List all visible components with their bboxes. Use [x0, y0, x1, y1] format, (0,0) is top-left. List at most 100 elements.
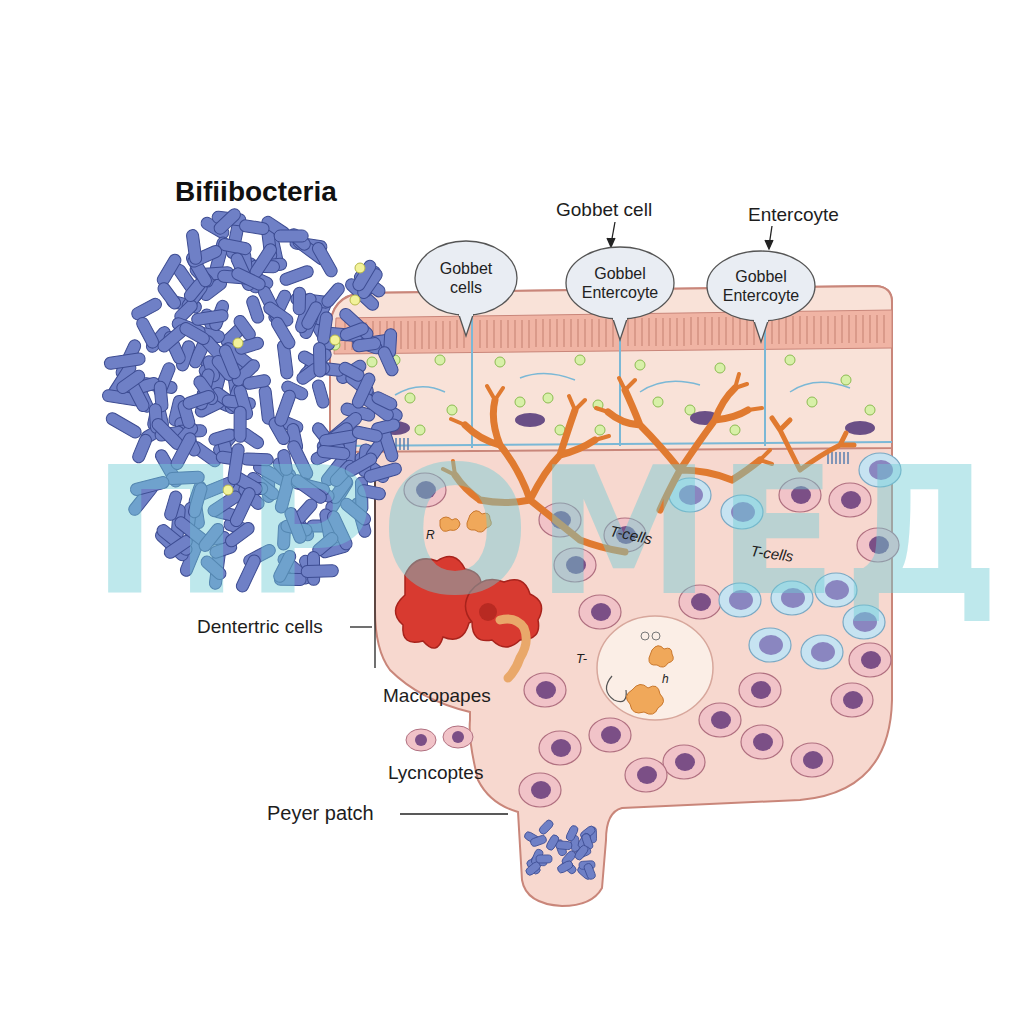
secretory-granule [543, 393, 553, 403]
bacterium-rod [273, 389, 297, 428]
bacterium-rod [104, 352, 146, 370]
t-cell [801, 635, 843, 669]
cell-nucleus [811, 642, 835, 662]
bubble-join [613, 314, 627, 320]
secretory-granule [575, 355, 585, 365]
microvilli [345, 315, 884, 350]
bubble-ellipse [566, 247, 674, 319]
bubble-text-wrap: Gobbel Entercoyte [713, 267, 809, 305]
bubble-ellipse [415, 241, 517, 315]
bacterium-rod [337, 306, 375, 342]
bacterium-rod [155, 252, 183, 288]
cell-nucleus [536, 681, 556, 699]
lymphocyte [589, 718, 631, 752]
lymphocyte [741, 725, 783, 759]
cell-nucleus [753, 733, 773, 751]
part-label: Lycncoptes [388, 762, 483, 784]
bubble-outline [565, 246, 675, 320]
bubble-text-wrap: Gobbet cells [431, 259, 501, 297]
bubble-join [754, 316, 768, 322]
diagram-title: Bifiibocteria [175, 176, 337, 208]
bacterium-rod [310, 240, 339, 279]
bacterium-rod [352, 337, 382, 353]
bacterium-rod [130, 296, 164, 322]
secretory-granule [653, 397, 663, 407]
cell-nucleus [759, 635, 783, 655]
bacterium-rod [536, 855, 552, 863]
bacterium-rod [376, 345, 400, 378]
bacterium-rod [245, 294, 265, 324]
speech-bubble: Gobbet cells [414, 240, 518, 316]
part-label: Dentertric cells [197, 616, 323, 638]
cell-nucleus [711, 711, 731, 729]
secretory-granule [715, 363, 725, 373]
bacterium-rod [293, 287, 306, 315]
bacterium-rod [114, 368, 147, 396]
follicle-arrow [606, 676, 626, 702]
part-label: Peyer patch [267, 802, 374, 825]
bacterium-rod [339, 321, 370, 342]
bacterium-rod [242, 374, 271, 390]
peyer-patch-bacteria [523, 819, 596, 881]
bacterium-rod [565, 824, 579, 842]
lymphocyte-sample [406, 729, 436, 751]
secretory-granule [447, 405, 457, 415]
bacterium-rod [269, 315, 297, 351]
lymphocyte [539, 731, 581, 765]
bacterium-rod [212, 206, 243, 236]
cell-nucleus [803, 751, 823, 769]
bubble-text-wrap: Gobbel Entercoyte [572, 264, 668, 302]
bacterium-rod [230, 266, 267, 292]
bubble-outline [414, 240, 518, 316]
lymphocyte-nucleus [452, 731, 464, 743]
speech-bubble: Gobbel Entercoyte [706, 250, 816, 322]
bubble-ellipse [707, 251, 815, 321]
bacterium-rod [574, 844, 590, 862]
bacterium-rod [351, 258, 378, 293]
bacterium-rod [313, 342, 326, 377]
bacterial-granule [350, 295, 360, 305]
cell-nucleus [751, 681, 771, 699]
secretory-granule [495, 357, 505, 367]
bubble-join [459, 310, 473, 316]
bacterium-rod [319, 280, 346, 309]
bubble-text: Gobbet cells [431, 259, 501, 297]
bacterium-rod [156, 280, 183, 311]
cell-nucleus [551, 739, 571, 757]
secretory-granule [841, 375, 851, 385]
lymphocyte [699, 703, 741, 737]
bubble-text: Gobbel Entercoyte [713, 267, 809, 305]
part-label: h [662, 672, 669, 686]
lymphocyte [831, 683, 873, 717]
lymphocyte-sample [443, 726, 473, 748]
bacterium-rod [370, 390, 399, 412]
secretory-granule [515, 397, 525, 407]
bacterium-rod [583, 862, 596, 880]
bacterium-rod [311, 379, 330, 410]
bacterial-granule [233, 338, 243, 348]
bacterium-rod [135, 315, 161, 350]
lymphocyte [519, 773, 561, 807]
bacterium-rod [300, 300, 324, 332]
cell-nucleus [675, 753, 695, 771]
bacterium-rod [556, 860, 574, 875]
part-label: Gobbet cell [556, 199, 652, 221]
secretory-granule [865, 405, 875, 415]
lymphocyte [739, 673, 781, 707]
cell-nucleus [843, 691, 863, 709]
part-label: R [426, 528, 435, 542]
bacterium-rod [538, 819, 555, 836]
bacterial-granule [330, 335, 340, 345]
bacterium-rod [178, 320, 212, 346]
bacterium-rod [181, 389, 216, 411]
lymphocyte [524, 673, 566, 707]
watermark: ПРОМЕД [92, 430, 1006, 635]
bacterium-rod [545, 834, 560, 852]
bacterium-rod [274, 230, 308, 242]
secretory-granule [635, 360, 645, 370]
bubble-outline [706, 250, 816, 322]
lymphocyte [625, 758, 667, 792]
bubble-text: Gobbel Entercoyte [572, 264, 668, 302]
bacterium-rod [239, 219, 270, 235]
